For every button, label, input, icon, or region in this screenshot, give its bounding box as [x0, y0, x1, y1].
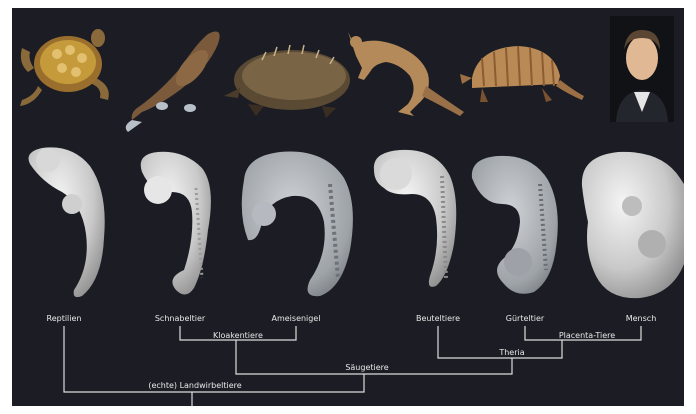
embryo-platypus-image: [141, 152, 211, 295]
group-label-kloakentiere: Kloakentiere: [213, 331, 263, 340]
taxon-label-ameisenigel: Ameisenigel: [271, 314, 320, 323]
taxon-label-guerteltier: Gürteltier: [506, 314, 545, 323]
group-label-saeugetiere: Säugetiere: [345, 363, 388, 372]
phylogeny-figure: Reptilien Schnabeltier Ameisenigel Beute…: [12, 8, 684, 406]
taxon-label-mensch: Mensch: [626, 314, 657, 323]
embryo-human-image: [582, 152, 684, 298]
group-label-landwirbeltiere: (echte) Landwirbeltiere: [148, 381, 241, 390]
embryo-reptile-image: [29, 147, 105, 297]
kangaroo-image: [348, 32, 464, 116]
embryo-armadillo-image: [472, 156, 558, 294]
sea-turtle-image: [20, 29, 109, 106]
embryo-marsupial-image: [374, 150, 456, 287]
armadillo-image: [460, 46, 584, 102]
taxon-label-reptilien: Reptilien: [47, 314, 82, 323]
embryo-echidna-image: [242, 152, 353, 297]
echidna-image: [224, 45, 350, 118]
platypus-image: [126, 32, 220, 132]
taxon-label-beuteltiere: Beuteltiere: [416, 314, 460, 323]
group-label-placenta: Placenta-Tiere: [559, 331, 615, 340]
group-label-theria: Theria: [498, 348, 524, 357]
taxon-label-schnabeltier: Schnabeltier: [155, 314, 206, 323]
phylogeny-canvas: Reptilien Schnabeltier Ameisenigel Beute…: [12, 8, 684, 406]
goethe-portrait-image: [610, 16, 674, 122]
